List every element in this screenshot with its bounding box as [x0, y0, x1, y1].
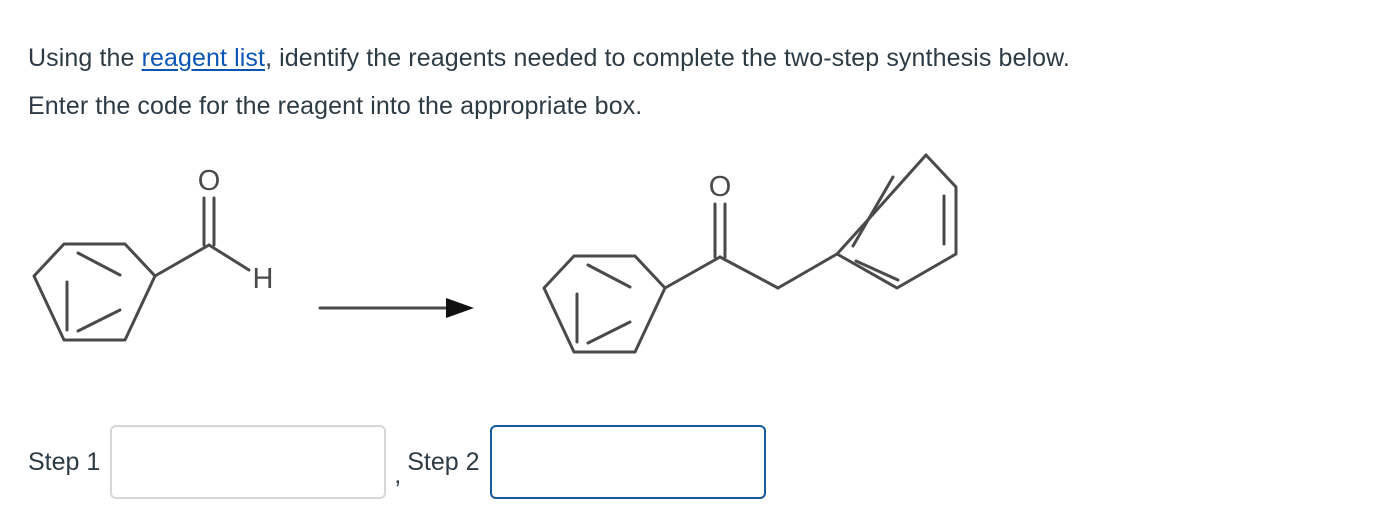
question-prompt: Using the reagent list, identify the rea…: [28, 34, 1358, 130]
product-oxygen-label: O: [709, 171, 732, 203]
reactant-bond-carbonyl-to-hydrogen: [207, 243, 251, 272]
answer-row: Step 1 , Step 2: [28, 420, 766, 504]
product-right-benzene-ring: [835, 153, 958, 290]
product-bond-carbonyl-to-methylene: [718, 255, 780, 290]
reactant-benzaldehyde-structure: [32, 196, 251, 342]
product-left-ring-double-bond-3: [586, 320, 632, 345]
reaction-scheme: O H: [0, 130, 1374, 410]
product-right-ring-double-bond-3: [854, 259, 900, 282]
product-left-ring-double-bond-2: [586, 263, 632, 289]
step-1-input[interactable]: [110, 425, 387, 499]
reaction-arrow-icon: [318, 298, 474, 318]
reactant-ring-double-bond-2: [76, 251, 122, 277]
product-right-ring-double-bond-1: [851, 175, 895, 248]
prompt-text-before-link: Using the: [28, 44, 142, 72]
product-bond-ring-to-carbonyl: [663, 255, 722, 290]
reactant-oxygen-label: O: [198, 165, 221, 197]
prompt-line-2: Enter the code for the reagent into the …: [28, 92, 643, 120]
product-left-benzene-ring: [542, 254, 667, 354]
arrow-head: [446, 298, 474, 318]
step-2-input[interactable]: [489, 425, 766, 499]
step-1-label: Step 1: [28, 447, 101, 476]
reactant-benzene-ring: [32, 242, 157, 342]
product-bond-methylene-to-ring: [776, 252, 839, 290]
reactant-bond-ring-to-carbonyl: [153, 243, 211, 278]
reactant-ring-double-bond-3: [76, 308, 122, 333]
reagent-list-link[interactable]: reagent list: [141, 44, 266, 72]
product-diphenylethanone-structure: [542, 153, 958, 354]
step-2-label: Step 2: [407, 447, 480, 476]
prompt-text-after-link: , identify the reagents needed to comple…: [265, 44, 1070, 72]
steps-separator: ,: [394, 461, 402, 489]
reactant-hydrogen-label: H: [253, 263, 274, 295]
